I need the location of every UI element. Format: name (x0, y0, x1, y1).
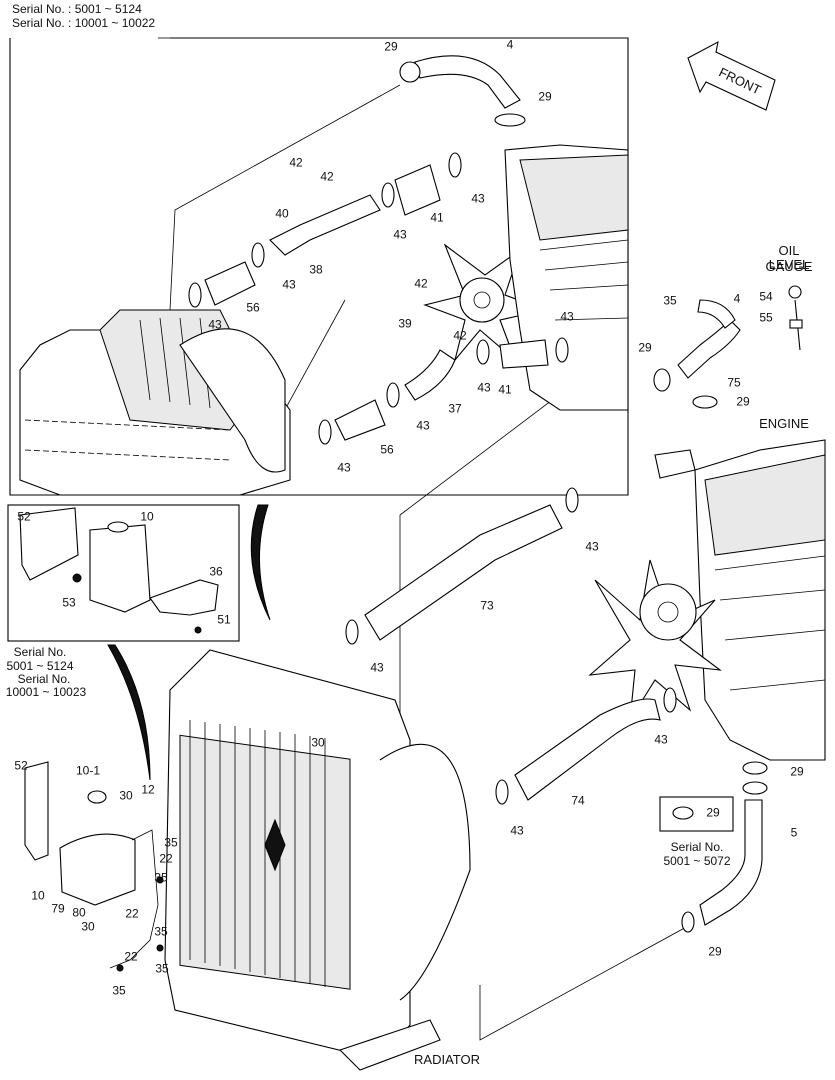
callout-43: 43 (370, 660, 384, 675)
callout-29: 29 (706, 805, 720, 820)
callout-43: 43 (393, 227, 407, 242)
callout-41: 41 (498, 382, 512, 397)
callout-35: 35 (663, 293, 677, 308)
callout-42: 42 (289, 155, 303, 170)
callout-22: 22 (159, 851, 173, 866)
callout-42: 42 (414, 276, 428, 291)
callout-52: 52 (14, 758, 28, 773)
callout-30: 30 (119, 788, 133, 803)
callout-29: 29 (538, 89, 552, 104)
callout-74: 74 (571, 793, 585, 808)
hose-clamps-lower (345, 487, 768, 933)
callout-40: 40 (275, 206, 289, 221)
radiator-assembly-sketch (164, 649, 471, 1071)
top-detail-frame (9, 37, 629, 496)
serial-header-line-2: Serial No. : 10001 ~ 10022 (12, 16, 156, 30)
callout-52: 52 (17, 509, 31, 524)
callout-43: 43 (208, 317, 222, 332)
callout-12: 12 (141, 782, 155, 797)
callout-43: 43 (477, 380, 491, 395)
callout-43: 43 (585, 539, 599, 554)
callout-53: 53 (62, 595, 76, 610)
callout-73: 73 (480, 598, 494, 613)
callout-75: 75 (727, 375, 741, 390)
callout-22: 22 (125, 906, 139, 921)
serial-note-left-1: Serial No. (13, 645, 67, 659)
callout-37: 37 (448, 401, 462, 416)
callout-30: 30 (311, 735, 325, 750)
serial-note-box-right (659, 796, 734, 832)
callout-22: 22 (124, 949, 138, 964)
callout-54: 54 (759, 289, 773, 304)
serial-note-left-2: 5001 ~ 5124 (6, 659, 74, 673)
callout-4: 4 (733, 291, 741, 306)
engine-label: ENGINE (759, 416, 809, 431)
callout-35: 35 (155, 961, 169, 976)
callout-35: 35 (154, 870, 168, 885)
callout-43: 43 (560, 309, 574, 324)
callout-30: 30 (81, 919, 95, 934)
serial-note-left-4: 10001 ~ 10023 (5, 685, 87, 699)
callout-10-1: 10-1 (75, 763, 101, 778)
callout-35: 35 (112, 983, 126, 998)
callout-29: 29 (708, 944, 722, 959)
reservoir-inset-frame (7, 504, 240, 642)
callout-55: 55 (759, 310, 773, 325)
callout-43: 43 (416, 418, 430, 433)
callout-35: 35 (164, 835, 178, 850)
callout-43: 43 (510, 823, 524, 838)
oil-level-gauge-label-1: OIL LEVEL (768, 243, 810, 272)
callout-43: 43 (654, 732, 668, 747)
callout-43: 43 (471, 191, 485, 206)
callout-38: 38 (309, 262, 323, 277)
callout-79: 79 (51, 901, 65, 916)
lower-engine-sketch (588, 439, 826, 761)
serial-note-left-3: Serial No. (17, 672, 71, 686)
callout-29: 29 (790, 764, 804, 779)
hose-clamps-upper (188, 152, 718, 445)
callout-56: 56 (380, 442, 394, 457)
serial-note-right-2: 5001 ~ 5072 (663, 854, 731, 868)
reservoir-inset-sketch (19, 507, 219, 634)
callout-51: 51 (217, 612, 231, 627)
serial-note-right-1: Serial No. (670, 840, 724, 854)
callout-29: 29 (736, 394, 750, 409)
callout-29: 29 (384, 39, 398, 54)
oil-level-gauge-label-2: GAUGE (765, 259, 813, 274)
radiator-label: RADIATOR (414, 1052, 480, 1067)
callout-10: 10 (31, 888, 45, 903)
callout-80: 80 (72, 905, 86, 920)
upper-hoses (204, 55, 741, 441)
leader-swoosh-2 (107, 644, 151, 781)
callout-29: 29 (638, 340, 652, 355)
callout-5: 5 (790, 825, 798, 840)
reservoir-lower-sketch (24, 761, 164, 972)
front-arrow (687, 40, 776, 111)
callout-56: 56 (246, 300, 260, 315)
callout-42: 42 (320, 169, 334, 184)
serial-header-line-1: Serial No. : 5001 ~ 5124 (12, 2, 142, 16)
callout-35: 35 (154, 924, 168, 939)
oil-level-gauge-sketch (788, 285, 803, 351)
callout-10: 10 (140, 509, 154, 524)
leader-swoosh (250, 504, 271, 621)
upper-engine-sketch (504, 144, 629, 411)
callout-42: 42 (453, 328, 467, 343)
callout-43: 43 (337, 460, 351, 475)
callout-4: 4 (506, 37, 514, 52)
callout-43: 43 (282, 277, 296, 292)
leader-line (169, 84, 401, 311)
upper-radiator-sketch (19, 309, 291, 496)
callout-36: 36 (209, 564, 223, 579)
callout-39: 39 (398, 316, 412, 331)
callout-41: 41 (430, 210, 444, 225)
